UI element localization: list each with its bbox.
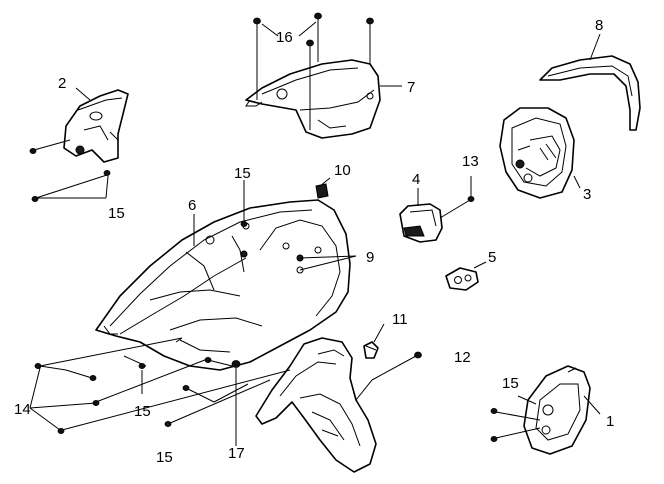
fastener-leader-lines — [29, 337, 291, 440]
callout-15-lower-mid: 15 — [134, 403, 151, 420]
callout-10: 10 — [334, 162, 351, 179]
callout-9: 9 — [366, 249, 374, 266]
callout-5: 5 — [488, 249, 496, 266]
part-15-bolts-bracket — [29, 139, 111, 202]
part-1-reflector — [523, 365, 591, 455]
callout-15-reflector: 15 — [502, 375, 519, 392]
part-15-bolts-reflector — [490, 395, 541, 442]
callout-12: 12 — [454, 349, 471, 366]
callout-leaders — [75, 33, 601, 446]
part-3-tail-light — [499, 107, 575, 199]
callout-4: 4 — [412, 171, 420, 188]
part-11-grommet — [363, 341, 379, 359]
part-2-bracket — [63, 89, 129, 163]
part-4-license-lamp — [399, 203, 443, 243]
callout-1: 1 — [606, 413, 614, 430]
part-10-clip — [315, 183, 329, 199]
callout-labels: 1 2 3 4 5 6 7 8 9 10 11 12 13 14 15 15 1… — [14, 17, 614, 466]
part-12-bolt — [355, 351, 422, 401]
part-lower-mudguard — [255, 337, 377, 473]
part-13-screw — [439, 176, 475, 219]
callout-14: 14 — [14, 401, 31, 418]
callout-6: 6 — [188, 197, 196, 214]
part-5-plate — [445, 267, 479, 291]
callout-17: 17 — [228, 445, 245, 462]
part-16-bolts — [253, 12, 374, 130]
callout-11: 11 — [392, 311, 408, 328]
part-6-rear-fender — [95, 199, 351, 371]
callout-15-fender: 15 — [234, 165, 251, 182]
callout-7: 7 — [407, 79, 415, 96]
callout-13: 13 — [462, 153, 479, 170]
part-7-upper-cover — [245, 59, 381, 139]
callout-16: 16 — [276, 29, 293, 46]
callout-8: 8 — [595, 17, 603, 34]
callout-2: 2 — [58, 75, 66, 92]
callout-15-bracket: 15 — [108, 205, 125, 222]
callout-3: 3 — [583, 186, 591, 203]
callout-15-lower-left: 15 — [156, 449, 173, 466]
